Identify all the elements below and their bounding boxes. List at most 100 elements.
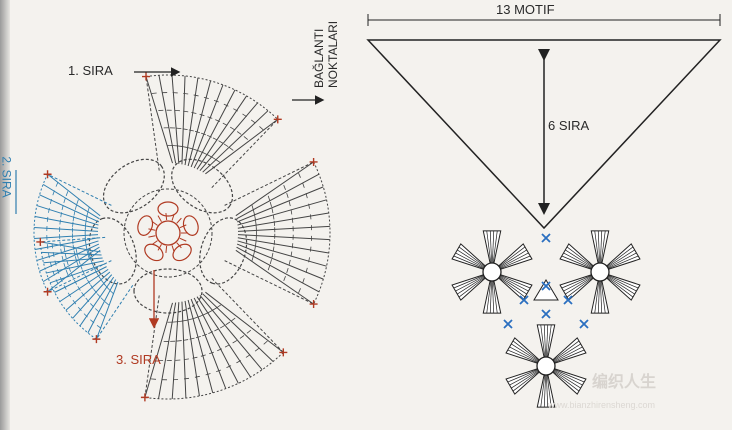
flower-petal — [559, 271, 601, 301]
stitch-bar — [259, 126, 264, 131]
join-mark — [579, 319, 589, 329]
stitch — [199, 294, 263, 371]
stitch — [181, 75, 186, 165]
stitch-bar — [183, 93, 189, 95]
stitch-bar — [190, 317, 196, 320]
stitch — [145, 76, 173, 164]
stitch-bar — [269, 201, 272, 207]
stitch-bar — [49, 261, 52, 268]
stitch-bar — [230, 317, 236, 322]
connection-points-label: BAĞLANTI NOKTALARI — [312, 21, 340, 88]
stitch-bar — [76, 253, 79, 259]
watermark-logo: 编织人生 — [592, 374, 657, 391]
stitch-bar — [232, 340, 238, 344]
flower-petal — [545, 365, 587, 395]
stitch — [193, 297, 239, 384]
stitch — [65, 271, 111, 311]
stitch-bar — [181, 319, 187, 322]
stitch-bar — [61, 205, 64, 211]
stitch-bar — [290, 251, 293, 257]
stitch-bar — [192, 356, 198, 359]
flower-petal — [536, 365, 556, 408]
center-ring — [155, 220, 181, 246]
chain-loop — [102, 158, 165, 214]
stitch-bar — [96, 293, 101, 298]
flower-center — [482, 262, 502, 282]
fan-side-chain — [40, 236, 106, 243]
stitch-bar — [72, 216, 75, 222]
stitch-bar — [49, 198, 52, 205]
stitch — [193, 89, 236, 169]
stitch-bar — [224, 344, 230, 348]
stitch-bar — [100, 297, 105, 302]
flower-center — [536, 356, 556, 376]
stitch-bar — [271, 252, 274, 258]
stitch-bar — [76, 261, 79, 267]
red-stitch — [171, 245, 175, 253]
stitch-bar — [199, 314, 205, 317]
red-petal — [182, 215, 199, 236]
join-point — [309, 300, 318, 309]
stitch-bar — [216, 369, 222, 373]
flower-petal — [505, 365, 547, 395]
stitch-bar — [46, 216, 49, 222]
stitch-bar — [191, 112, 197, 114]
stitch — [205, 291, 284, 353]
stitch-bar — [229, 147, 234, 151]
join-mark — [563, 295, 573, 305]
red-stitch — [179, 237, 187, 242]
stitch-bar — [63, 284, 67, 290]
stitch — [40, 241, 101, 253]
stitch-bar — [176, 127, 182, 130]
stitch-bar — [219, 325, 225, 329]
stitch — [187, 80, 212, 167]
stitch-bar — [56, 268, 60, 274]
stitch-bar — [65, 191, 69, 197]
motif-flower-2 — [559, 230, 641, 314]
fan-side-chain — [47, 173, 112, 206]
flower-petal — [491, 271, 533, 301]
join-point — [43, 170, 52, 179]
stitch-bar — [92, 265, 96, 271]
stitch — [190, 298, 227, 389]
stitch — [158, 302, 177, 399]
stitch — [237, 237, 329, 254]
stitch — [236, 246, 320, 293]
stitch-bar — [223, 103, 229, 107]
stitch-bar — [101, 280, 106, 285]
red-stitch — [157, 215, 162, 222]
stitch-bar — [87, 249, 90, 255]
stitch — [41, 251, 102, 256]
stitch — [184, 77, 199, 166]
stitch-bar — [302, 278, 305, 284]
stitch-bar — [186, 318, 192, 321]
stitch-bar — [182, 128, 188, 131]
stitch-bar — [72, 299, 77, 305]
stitch-bar — [206, 134, 212, 138]
fan-side-chain — [211, 277, 284, 353]
stitch-bar — [86, 210, 89, 217]
stitch-bar — [199, 113, 205, 117]
book-spine-shadow — [0, 0, 10, 430]
stitch-bar — [250, 119, 256, 124]
stitch — [34, 215, 99, 229]
stitch-bar — [207, 154, 213, 158]
stitch-bar — [68, 266, 71, 272]
stitch-bar — [85, 241, 87, 247]
stitch-bar — [94, 269, 98, 275]
connection-points-line-2: NOKTALARI — [326, 20, 340, 88]
stitch-bar — [215, 119, 221, 123]
stitch-bar — [254, 246, 256, 252]
stitch-bar — [290, 209, 293, 215]
stitch-bar — [205, 373, 211, 376]
join-mark — [519, 295, 529, 305]
fan-side-chain — [211, 118, 279, 189]
stitch-bar — [254, 347, 260, 352]
stitch-bar — [194, 375, 200, 378]
stitch-bar — [63, 262, 66, 268]
stitch-bar — [239, 335, 245, 339]
stitch-bar — [222, 122, 228, 126]
stitch-bar — [245, 354, 251, 358]
stitch-bar — [176, 320, 183, 323]
stitch-bar — [209, 351, 214, 355]
